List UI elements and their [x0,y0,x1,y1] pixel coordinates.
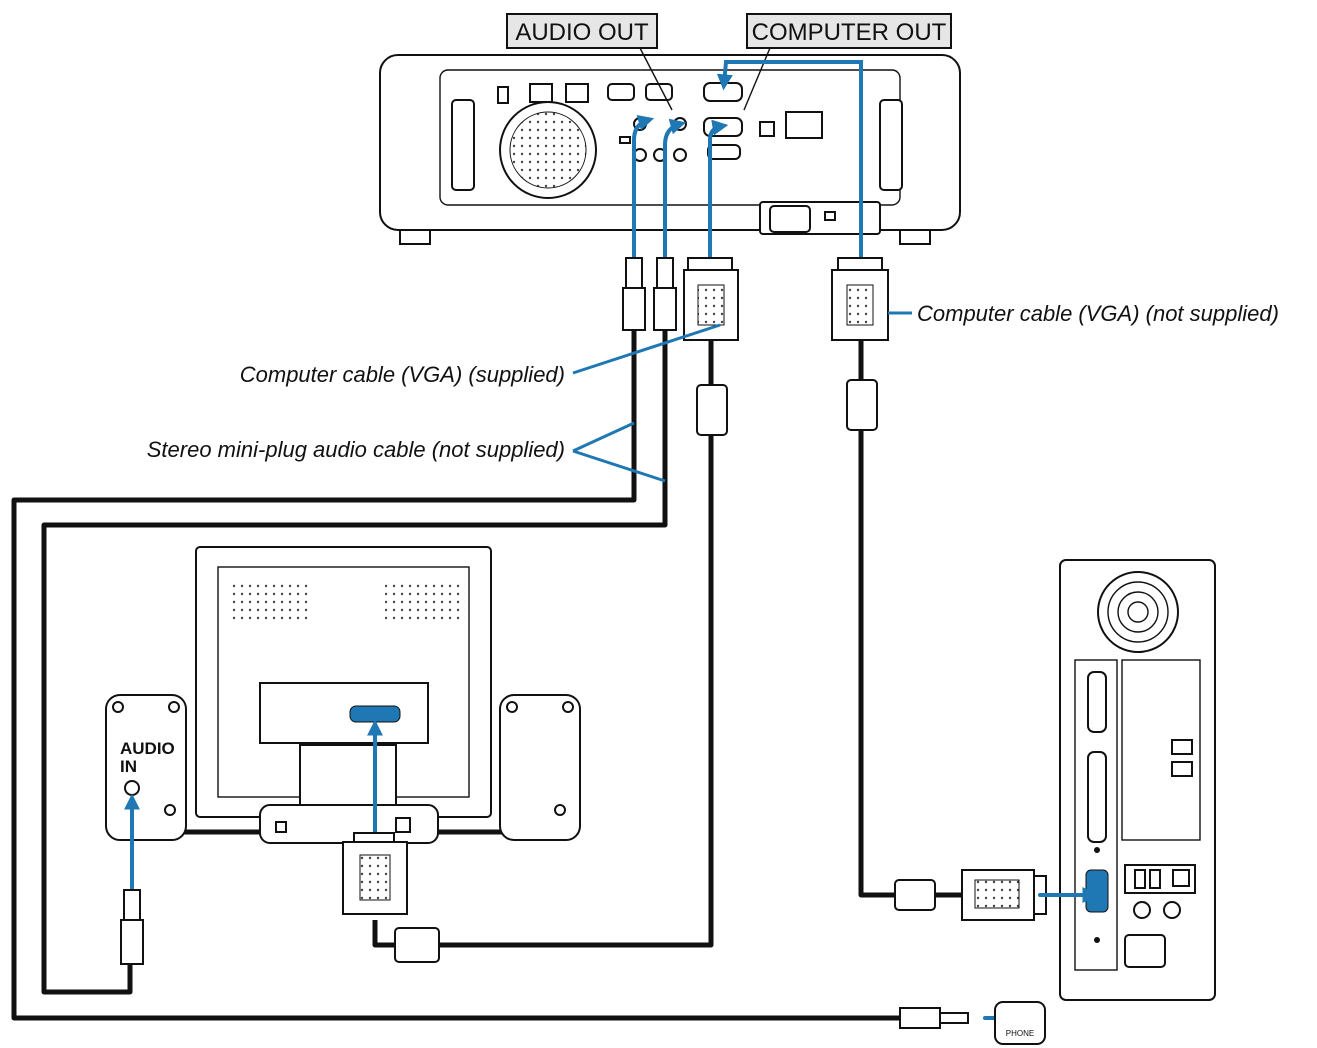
computer-tower [1059,559,1216,1001]
svg-text:AUDIO OUT: AUDIO OUT [515,19,649,46]
callout-stereo-cable: Stereo mini-plug audio cable (not suppli… [147,421,666,483]
audio-plugs-top [622,257,677,331]
callout-vga-not-supplied: Computer cable (VGA) (not supplied) [888,301,1279,326]
audio-out-label: AUDIO OUT [506,13,673,111]
svg-text:COMPUTER OUT: COMPUTER OUT [752,19,947,46]
computer-out-label: COMPUTER OUT [743,13,952,111]
phone-jack: PHONE [899,1001,1046,1045]
svg-text:Computer cable (VGA) (supplied: Computer cable (VGA) (supplied) [240,362,565,387]
vga-connector-computer [894,869,1099,921]
right-speaker [499,694,581,841]
callout-vga-supplied: Computer cable (VGA) (supplied) [240,323,721,387]
cables [11,330,962,1021]
svg-text:PHONE: PHONE [1006,1029,1034,1038]
svg-text:Computer cable (VGA) (not supp: Computer cable (VGA) (not supplied) [917,301,1279,326]
left-speaker: AUDIO IN [105,694,187,965]
svg-text:IN: IN [120,757,137,776]
projector-connection-arrows [632,60,863,260]
svg-text:AUDIO: AUDIO [120,739,175,758]
vga-connector-not-supplied-top [831,257,889,431]
projector [379,54,961,245]
monitor [195,546,492,844]
svg-text:Stereo mini-plug audio cable (: Stereo mini-plug audio cable (not suppli… [147,437,565,462]
vga-connector-monitor [342,832,440,963]
